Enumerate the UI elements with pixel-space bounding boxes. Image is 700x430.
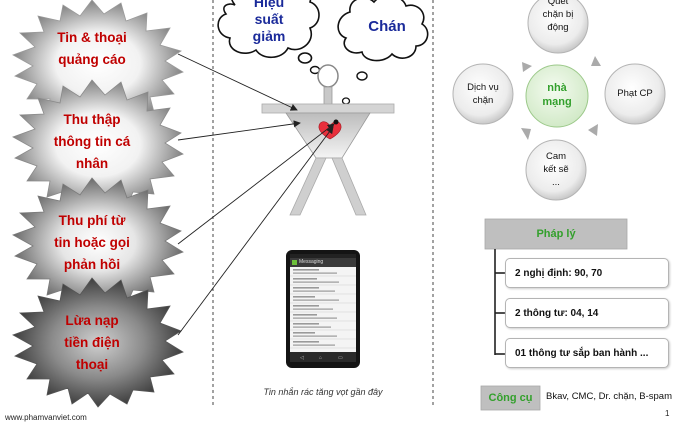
node-bottom <box>525 139 587 201</box>
legal-tree-lines <box>494 249 505 355</box>
node-right <box>604 63 666 125</box>
cloud-right <box>337 0 429 62</box>
svg-text:⌂: ⌂ <box>319 355 322 361</box>
arrow-4 <box>177 126 334 336</box>
legal-header: Pháp lý <box>536 228 576 240</box>
arrow-3 <box>177 123 335 245</box>
svg-text:◁: ◁ <box>300 355 304 361</box>
legal-header-box <box>484 218 628 250</box>
legal-item-3: 01 thông tư sắp ban hành ... <box>505 338 669 368</box>
page-number: 1 <box>665 409 670 418</box>
cloud-left <box>217 0 320 59</box>
tools-label: Công cụ <box>488 392 533 404</box>
node-center <box>525 64 589 128</box>
legal-item-1: 2 nghị định: 90, 70 <box>505 258 669 288</box>
starburst-4 <box>12 277 184 408</box>
tools-text: Bkav, CMC, Dr. chặn, B-spam <box>546 391 672 402</box>
arrow-1 <box>177 53 298 111</box>
node-left <box>452 63 514 125</box>
thought-bubble-3 <box>356 71 368 81</box>
target-dot <box>333 119 339 125</box>
legal-item-2: 2 thông tư: 04, 14 <box>505 298 669 328</box>
cycle-diagram <box>452 0 666 201</box>
arrow-2 <box>177 120 301 141</box>
thought-bubble-4 <box>341 97 351 105</box>
phone-caption: Tin nhắn rác tăng vọt gần đây <box>263 387 383 397</box>
phone-screenshot: ◁ ⌂ ▭ <box>286 250 360 368</box>
stick-figure <box>261 64 395 216</box>
tools-label-box <box>480 385 541 411</box>
node-right-label: Phạt CP <box>617 88 653 99</box>
phone-app-title: Messaging <box>299 259 324 265</box>
thought-bubble-1 <box>297 52 313 64</box>
svg-text:▭: ▭ <box>338 355 343 361</box>
cloud-right-label: Chán <box>368 18 406 35</box>
footer-website[interactable]: www.phamvanviet.com <box>5 413 87 422</box>
node-top <box>527 0 589 54</box>
